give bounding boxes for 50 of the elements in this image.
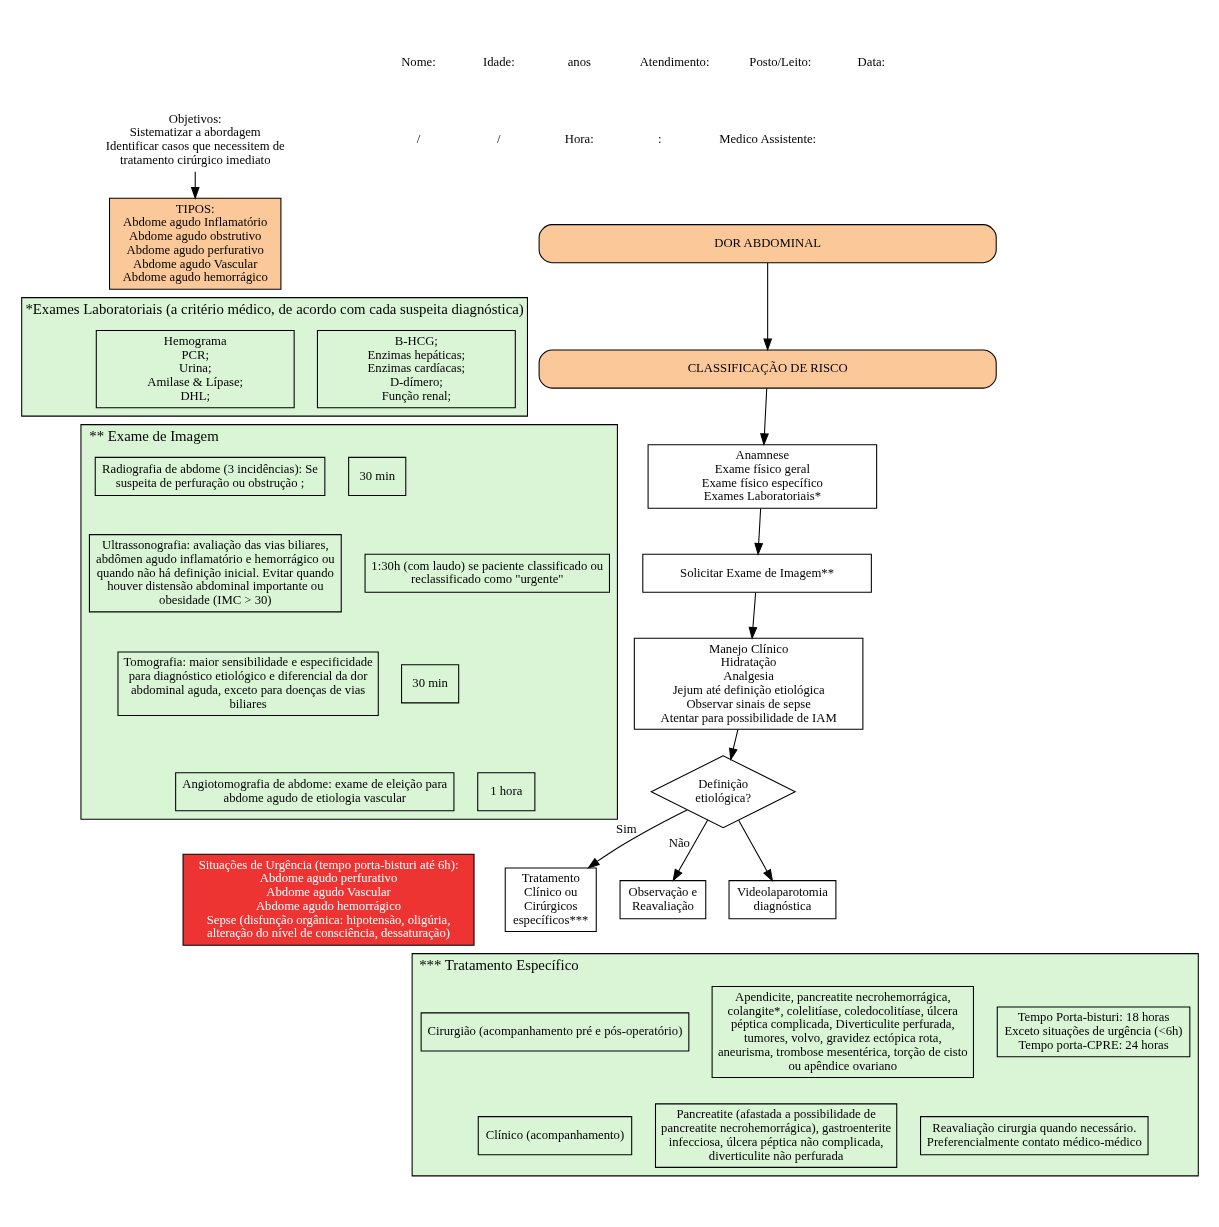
arrow <box>759 387 769 446</box>
node-box: 1 hora <box>476 771 535 811</box>
node-box: TIPOS: Abdome agudo Inflamatório Abdome agudo obstrutivo Abdome agudo perfurativo Abdome agudo Vascular Abdome agudo hemorrágico <box>108 197 281 290</box>
edge-label: Não <box>668 835 690 850</box>
node-box: 30 min <box>400 663 459 703</box>
label: Idade: <box>482 54 515 69</box>
node-box: Anamnese Exame físico geral Exame físico específico Exames Laboratoriais* <box>647 443 877 509</box>
arrow <box>737 819 773 882</box>
node-box: Cirurgião (acompanhamento pré e pós-operatório) <box>420 1011 689 1051</box>
label: Hora: <box>564 131 594 146</box>
node-box: CLASSIFICAÇÃO DE RISCO <box>538 348 997 389</box>
node-box: Reavaliação cirurgia quando necessário. Preferencialmente contato médico-médico <box>919 1115 1149 1155</box>
node-text: Objetivos: Sistematizar a abordagem Identificar casos que necessitem de tratamento cirúrgico imediato <box>105 111 285 167</box>
label: Medico Assistente: <box>718 131 816 146</box>
node-box: Hemograma PCR; Urina; Amilase & Lípase; DHL; <box>95 329 295 408</box>
arrow <box>586 809 687 869</box>
node-box: Solicitar Exame de Imagem** <box>641 553 872 593</box>
arrow <box>671 819 708 882</box>
node-box: 1:30h (com laudo) se paciente classificado ou reclassificado como "urgente" <box>364 553 610 593</box>
node-box: Videolaparotomia diagnóstica <box>728 879 836 919</box>
label: / <box>496 131 501 146</box>
node-box: Manejo Clínico Hidratação Analgesia Jejum até definição etiológica Observar sinais de sepse Atentar para possibilidade de IAM <box>633 637 863 730</box>
node-box: Radiografia de abdome (3 incidências): Se suspeita de perfuração ou obstrução ; <box>94 456 325 496</box>
arrow <box>190 170 200 200</box>
label: / <box>416 131 420 146</box>
label: anos <box>567 54 591 69</box>
arrow <box>762 261 772 351</box>
arrow <box>728 728 738 761</box>
arrow <box>748 591 757 640</box>
arrow <box>753 507 763 556</box>
label: Posto/Leito: <box>748 54 811 69</box>
label: : <box>657 131 661 146</box>
label: Data: <box>857 54 885 69</box>
node-box: 30 min <box>347 456 406 496</box>
node-box: Tomografia: maior sensibilidade e especificidade para diagnóstico etiológico e diferencial da dor abdominal aguda, exceto para doenças de vias biliares <box>116 651 379 716</box>
node-box: Pancreatite (afastada a possibilidade de pancreatite necrohemorrágica), gastroenterite infecciosa, úlcera péptica não complicada, diverticulite não perfurada <box>654 1102 897 1168</box>
node-box: Observação e Reavaliação <box>619 879 706 919</box>
node-box: Tempo Porta-bisturi: 18 horas Exceto situações de urgência (<6h) Tempo porta-CPRE: 24 horas <box>996 1006 1190 1057</box>
node-box: Angiotomografia de abdome: exame de eleição para abdome agudo de etiologia vascular <box>174 771 454 811</box>
label: Atendimento: <box>639 54 709 69</box>
node-box: Apendicite, pancreatite necrohemorrágica, colangite*, colelitíase, coledocolitíase, úlcera péptica complicada, Diverticulite perfurada, tumores, volvo, gravidez ectópica rota, aneurisma, trombose mesentérica, torção de cisto ou apêndice ovariano <box>711 985 974 1078</box>
label: Nome: <box>400 54 436 69</box>
node-box: DOR ABDOMINAL <box>538 223 997 263</box>
node-box: Clínico (acompanhamento) <box>477 1115 632 1155</box>
node-box: Situações de Urgência (tempo porta-bisturi até 6h): Abdome agudo perfurativo Abdome agudo Vascular Abdome agudo hemorrágico Sepse (disfunção orgânica: hipotensão, oligúria, alteração do nível de consciência, dessaturação) <box>182 853 475 946</box>
edge-label: Sim <box>615 821 637 836</box>
node-box: Tratamento Clínico ou Cirúrgicos específicos*** <box>504 866 597 932</box>
node-box: B-HCG; Enzimas hepáticas; Enzimas cardíacas; D-dímero; Função renal; <box>316 329 516 408</box>
node-box: Ultrassonografia: avaliação das vias biliares, abdômen agudo inflamatório e hemorrágico ou quando não há definição inicial. Evitar quando houver distensão abdominal importante ou obesidade (IMC > 30) <box>88 533 342 612</box>
node-diamond: Definição etiológica? <box>649 754 796 828</box>
